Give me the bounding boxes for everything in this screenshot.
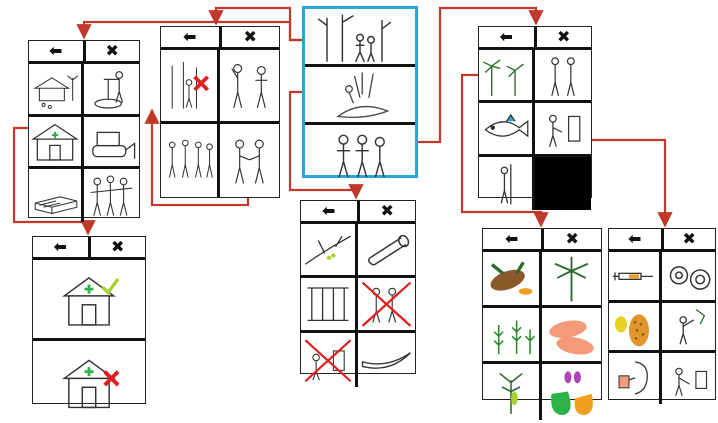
- second-panel: ⬅ ✖: [160, 26, 280, 198]
- x-close-icon[interactable]: ✖: [88, 237, 146, 257]
- right-top-panel: ⬅ ✖: [478, 26, 592, 198]
- water-pump-icon: [84, 64, 139, 114]
- syringe-icon: [609, 252, 659, 300]
- bulldozer-icon: [84, 117, 139, 167]
- people-group-icon: [305, 125, 415, 183]
- forest-columns-icon: [301, 278, 355, 329]
- person-spear-cell[interactable]: [479, 157, 535, 210]
- timber-stack-icon: [29, 169, 81, 222]
- left-bottom-panel: ⬅ ✖: [32, 236, 146, 404]
- crowd-cross-cell[interactable]: [358, 278, 415, 332]
- cocoa-pod-icon: [483, 252, 539, 305]
- x-close-icon[interactable]: ✖: [541, 229, 602, 249]
- banana-plant-icon: [483, 364, 539, 420]
- bark-strip-cell[interactable]: [358, 333, 415, 387]
- x-close-icon[interactable]: ✖: [661, 229, 716, 249]
- health-post-check-cell[interactable]: [33, 260, 145, 341]
- handshake-cell[interactable]: [220, 124, 279, 198]
- syringe-cell[interactable]: [609, 252, 662, 303]
- tree-planting-cell[interactable]: [535, 103, 591, 156]
- cutting-tree-icon: [305, 67, 415, 122]
- crowd-cell[interactable]: [84, 169, 139, 222]
- crowd-icon: [84, 169, 139, 222]
- rolls-cell[interactable]: [662, 252, 715, 303]
- health-post-cross-cell[interactable]: [33, 341, 145, 422]
- cutting-tree-cell[interactable]: [305, 67, 415, 125]
- health-post-check-icon: [33, 260, 145, 338]
- planting-person-cell[interactable]: [662, 353, 715, 404]
- drinking-person-icon: [609, 353, 659, 404]
- left-arrow-icon[interactable]: ⬅: [609, 229, 661, 249]
- left-arrow-icon[interactable]: ⬅: [161, 27, 219, 47]
- fish-cell[interactable]: [479, 103, 535, 156]
- log-icon: [358, 224, 415, 275]
- tools-panel: ⬅ ✖: [608, 228, 716, 400]
- mango-papaya-icon: [542, 364, 601, 420]
- banana-plant-cell[interactable]: [483, 364, 542, 420]
- fruit-seeds-cell[interactable]: [609, 303, 662, 354]
- forest-cross-icon: [161, 50, 217, 121]
- person-spear-icon: [479, 157, 532, 210]
- tree-planting-icon: [535, 103, 591, 153]
- tree-lifted-icon: [662, 303, 715, 351]
- people-pair-icon: [535, 50, 591, 100]
- forest-scene-cell[interactable]: [305, 9, 415, 67]
- timber-stack-cell[interactable]: [29, 169, 84, 222]
- water-pump-cell[interactable]: [84, 64, 139, 117]
- health-post-cross-icon: [33, 341, 145, 422]
- sweet-potato-cell[interactable]: [542, 308, 601, 364]
- sweet-potato-icon: [542, 308, 601, 361]
- people-talking-icon: [220, 50, 279, 121]
- meeting-group-cell[interactable]: [161, 124, 220, 198]
- meeting-group-icon: [161, 124, 217, 198]
- branch-cell[interactable]: [301, 224, 358, 278]
- cut-cross-cell[interactable]: [301, 333, 358, 387]
- mango-papaya-cell[interactable]: [542, 364, 601, 420]
- branch-icon: [301, 224, 355, 275]
- palm-tree-icon: [542, 252, 601, 305]
- drinking-person-cell[interactable]: [609, 353, 662, 404]
- center-bottom-panel: ⬅ ✖: [300, 200, 416, 374]
- x-close-icon[interactable]: ✖: [83, 41, 140, 61]
- forest-scene-icon: [305, 9, 415, 64]
- food-panel: ⬅ ✖: [482, 228, 602, 400]
- crowd-cross-icon: [358, 278, 415, 329]
- x-close-icon[interactable]: ✖: [219, 27, 280, 47]
- health-post-cell[interactable]: [29, 117, 84, 170]
- people-pair-cell[interactable]: [535, 50, 591, 103]
- rolls-icon: [662, 252, 715, 300]
- forest-cross-cell[interactable]: [161, 50, 220, 124]
- left-arrow-icon[interactable]: ⬅: [301, 201, 357, 221]
- bulldozer-cell[interactable]: [84, 117, 139, 170]
- left-top-panel: ⬅ ✖: [28, 40, 140, 218]
- cut-cross-icon: [301, 333, 355, 387]
- forest-columns-cell[interactable]: [301, 278, 358, 332]
- cassava-plants-cell[interactable]: [483, 308, 542, 364]
- handshake-icon: [220, 124, 279, 198]
- health-post-icon: [29, 117, 81, 167]
- people-group-cell[interactable]: [305, 125, 415, 183]
- palm-trees-cell[interactable]: [479, 50, 535, 103]
- bark-strip-icon: [358, 333, 415, 387]
- fish-icon: [479, 103, 532, 153]
- fruit-seeds-icon: [609, 303, 659, 351]
- left-arrow-icon[interactable]: ⬅: [483, 229, 541, 249]
- x-close-icon[interactable]: ✖: [357, 201, 416, 221]
- palm-trees-icon: [479, 50, 532, 100]
- selected-panel: [302, 6, 418, 178]
- village-house-icon: [29, 64, 81, 114]
- log-cell[interactable]: [358, 224, 415, 278]
- village-house-cell[interactable]: [29, 64, 84, 117]
- left-arrow-icon[interactable]: ⬅: [479, 27, 534, 47]
- cassava-plants-icon: [483, 308, 539, 361]
- black-square-cell[interactable]: [535, 157, 591, 210]
- left-arrow-icon[interactable]: ⬅: [33, 237, 88, 257]
- planting-person-icon: [662, 353, 715, 404]
- cocoa-pod-cell[interactable]: [483, 252, 542, 308]
- palm-tree-cell[interactable]: [542, 252, 601, 308]
- tree-lifted-cell[interactable]: [662, 303, 715, 354]
- left-arrow-icon[interactable]: ⬅: [29, 41, 83, 61]
- people-talking-cell[interactable]: [220, 50, 279, 124]
- x-close-icon[interactable]: ✖: [534, 27, 592, 47]
